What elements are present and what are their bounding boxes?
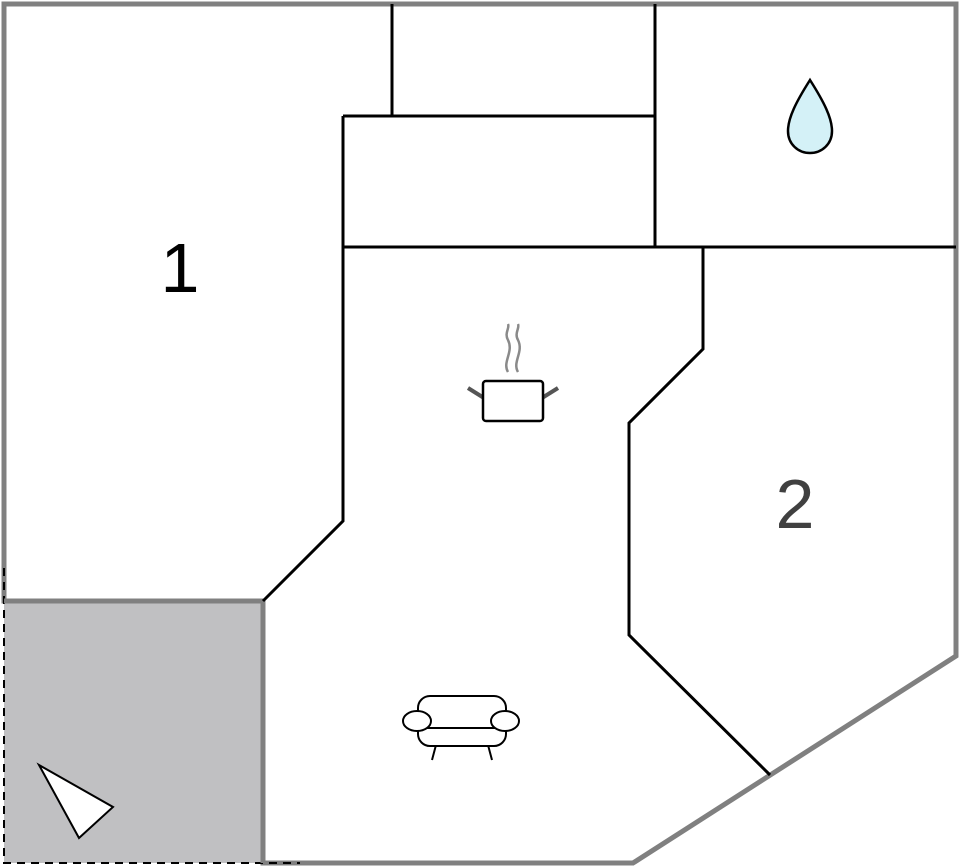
sofa-icon — [402, 695, 520, 761]
cooking-pot-icon — [466, 323, 560, 423]
compass-triangle-icon — [36, 762, 115, 840]
room-label-2: 2 — [776, 465, 815, 543]
room-label-1: 1 — [161, 229, 200, 307]
water-drop-icon — [786, 77, 834, 155]
terrace-dashed-edge — [3, 568, 300, 864]
terrace — [4, 601, 263, 863]
interior-walls — [261, 4, 956, 777]
